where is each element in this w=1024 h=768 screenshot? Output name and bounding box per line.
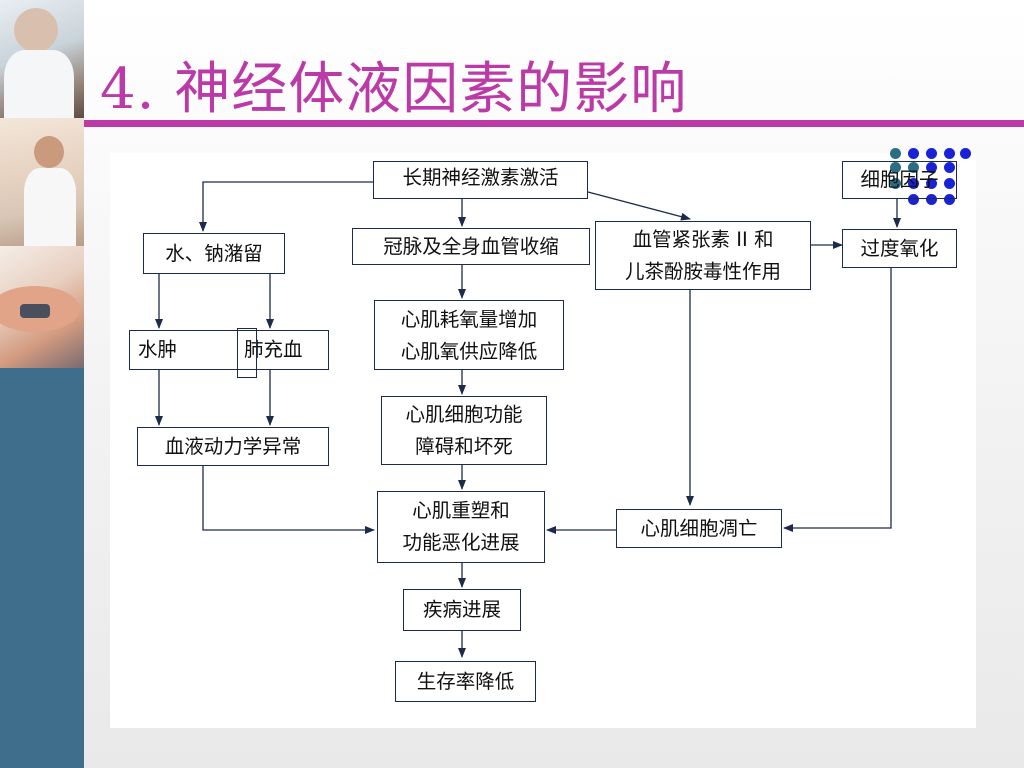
dot	[908, 162, 919, 173]
cuff-shape	[20, 304, 50, 318]
arrow-hemodynamic-to-remodel	[202, 466, 375, 534]
arrow-oxidation-to-apoptosis	[783, 268, 892, 532]
node-edema-pulmonary-row: 水肿 肺充血	[129, 330, 329, 370]
node-neurohormone-activation: 长期神经激素激活	[373, 161, 588, 199]
node-hemodynamic-abnormality: 血液动力学异常	[137, 427, 329, 466]
angiotensin-line-2: 儿茶酚胺毒性作用	[624, 260, 781, 283]
nurse-coat-shape	[24, 168, 76, 248]
node-cytokine: 细胞因子	[842, 161, 957, 199]
dot	[908, 178, 919, 189]
nurse-photo	[0, 118, 84, 248]
doctor-head-shape	[14, 8, 58, 52]
dot	[960, 148, 971, 159]
angiotensin-line-1: 血管紧张素 II 和	[632, 228, 774, 251]
dot	[926, 148, 937, 159]
title-underline	[84, 120, 1024, 127]
edema-pulmonary-separator	[237, 328, 257, 378]
node-water-sodium-retention: 水、钠潴留	[143, 233, 285, 274]
node-reduced-survival: 生存率降低	[395, 661, 536, 702]
node-pulmonary-congestion: 肺充血	[244, 338, 303, 361]
dot	[944, 162, 955, 173]
node-disease-progression: 疾病进展	[403, 589, 521, 631]
dot	[926, 194, 937, 205]
arrow-activation-to-angiotensin	[587, 191, 691, 221]
node-excess-oxidation: 过度氧化	[842, 229, 957, 268]
dot	[926, 162, 937, 173]
node-angiotensin-catecholamine: 血管紧张素 II 和 儿茶酚胺毒性作用	[595, 221, 811, 290]
dot	[944, 194, 955, 205]
dot	[890, 162, 901, 173]
nurse-head-shape	[34, 136, 64, 168]
injury-line-2: 障碍和坏死	[415, 435, 513, 458]
oxygen-line-2: 心肌氧供应降低	[400, 340, 538, 363]
node-myocardial-remodeling: 心肌重塑和 功能恶化进展	[377, 491, 545, 563]
node-myocardial-oxygen: 心肌耗氧量增加 心肌氧供应降低	[374, 300, 564, 370]
node-myocyte-apoptosis: 心肌细胞凋亡	[616, 509, 782, 548]
dot	[926, 178, 937, 189]
injury-line-1: 心肌细胞功能	[405, 403, 523, 426]
left-photo-strip	[0, 0, 84, 768]
slide-title: 4. 神经体液因素的影响	[100, 57, 688, 122]
blood-pressure-photo	[0, 246, 84, 368]
node-edema: 水肿	[138, 338, 178, 361]
dot	[890, 178, 901, 189]
remodel-line-1: 心肌重塑和	[412, 499, 510, 522]
remodel-line-2: 功能恶化进展	[402, 531, 520, 554]
node-myocyte-dysfunction-necrosis: 心肌细胞功能 障碍和坏死	[381, 396, 547, 465]
oxygen-line-1: 心肌耗氧量增加	[400, 308, 538, 331]
arrow-activation-to-water-sodium	[199, 181, 373, 232]
dot	[944, 178, 955, 189]
dot	[908, 148, 919, 159]
dot	[944, 148, 955, 159]
dot	[908, 194, 919, 205]
dot	[890, 148, 901, 159]
node-vasoconstriction: 冠脉及全身血管收缩	[352, 228, 590, 265]
